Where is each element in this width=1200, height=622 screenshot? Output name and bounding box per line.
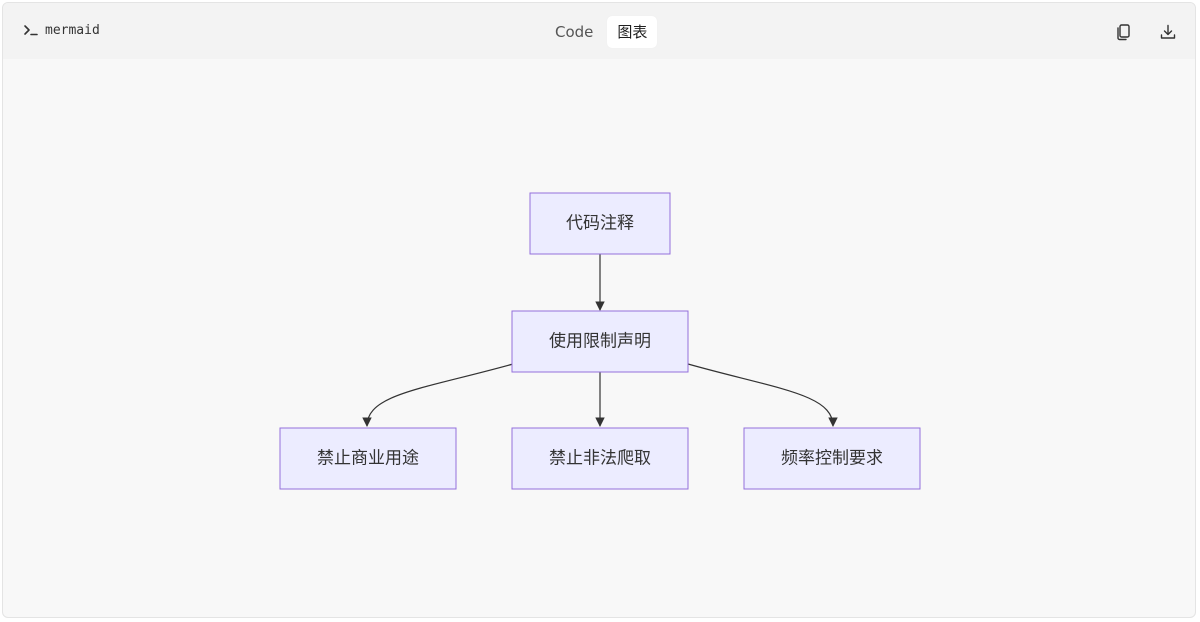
node-no-commercial-use: 禁止商业用途 xyxy=(279,427,457,490)
node-usage-restriction: 使用限制声明 xyxy=(511,310,689,373)
node-rate-limit-requirement-label: 频率控制要求 xyxy=(781,449,883,469)
tab-code[interactable]: Code xyxy=(555,23,594,41)
language-label: mermaid xyxy=(45,22,100,38)
view-tabs: Code 图表 xyxy=(545,16,658,48)
edge-usage-to-rate xyxy=(687,363,838,427)
copy-button[interactable] xyxy=(1113,21,1135,43)
download-icon xyxy=(1160,24,1176,39)
download-button[interactable] xyxy=(1157,21,1179,43)
flowchart: 代码注释 使用限制声明 禁止商业用途 禁止非法爬取 频率控制要求 xyxy=(279,192,921,490)
node-code-comment: 代码注释 xyxy=(529,192,671,255)
tab-diagram[interactable]: 图表 xyxy=(607,16,658,48)
node-no-commercial-use-label: 禁止商业用途 xyxy=(317,449,419,469)
diagram-canvas: 代码注释 使用限制声明 禁止商业用途 禁止非法爬取 频率控制要求 xyxy=(3,59,1195,617)
node-usage-restriction-label: 使用限制声明 xyxy=(549,331,651,352)
node-code-comment-label: 代码注释 xyxy=(566,214,634,234)
edge-usage-to-commercial xyxy=(362,363,514,427)
code-block-toolbar: mermaid Code 图表 xyxy=(3,3,1195,59)
language-indicator: mermaid xyxy=(23,22,100,38)
toolbar-actions xyxy=(1113,21,1179,43)
node-rate-limit-requirement: 频率控制要求 xyxy=(743,427,921,490)
copy-icon xyxy=(1117,24,1130,41)
node-no-illegal-crawling-label: 禁止非法爬取 xyxy=(549,449,651,469)
terminal-prompt-icon xyxy=(24,25,38,36)
node-no-illegal-crawling: 禁止非法爬取 xyxy=(511,427,689,490)
